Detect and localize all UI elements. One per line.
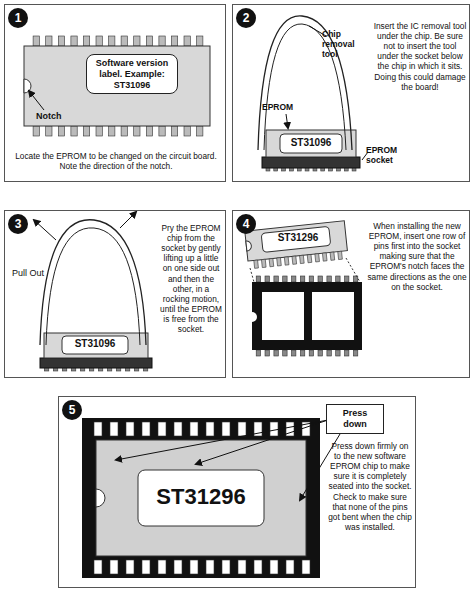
node-text: Software version label. Example: ST31096 <box>96 58 169 90</box>
node-text: Press down <box>343 408 368 429</box>
chip-label <box>138 470 264 526</box>
version-label: ST31096 <box>280 137 342 149</box>
chip-label <box>62 336 128 354</box>
node-text: 5 <box>69 403 76 417</box>
step-number: 5 <box>62 400 82 420</box>
removal-tool <box>46 228 140 345</box>
node-text: 4 <box>243 217 250 231</box>
step-panel: When installing the new EPROM, insert on… <box>232 210 470 378</box>
part-label: Pull Out <box>12 268 48 278</box>
node-text: 1 <box>15 11 22 25</box>
chip-notch <box>96 489 105 507</box>
callout-box: Press down <box>326 404 384 434</box>
chip-label <box>280 134 342 153</box>
leader-line <box>29 91 44 110</box>
part-label: EPROM socket <box>366 146 416 166</box>
step-instructions: When installing the new EPROM, insert on… <box>367 221 467 292</box>
new-eprom <box>245 221 348 269</box>
step-number: 2 <box>236 8 256 28</box>
step-panel: Locate the EPROM to be changed on the ci… <box>4 4 226 182</box>
guide-line <box>250 258 360 282</box>
socket-window <box>312 292 354 340</box>
node-text: 3 <box>15 217 22 231</box>
node-text: 2 <box>243 11 250 25</box>
eprom-socket <box>82 418 320 578</box>
part-label: Chip removal tool <box>322 30 370 59</box>
step-panel: Pry the EPROM chip from the socket by ge… <box>4 210 226 378</box>
removal-tool <box>40 220 146 345</box>
chip-notch <box>24 79 31 93</box>
version-label: ST31296 <box>266 232 330 244</box>
eprom-chip <box>44 333 148 358</box>
step-instructions: Insert the IC removal tool under the chi… <box>373 21 467 92</box>
socket-window <box>262 292 304 340</box>
socket-pins <box>94 422 310 574</box>
eprom-socket <box>262 157 360 168</box>
callout-box: Software version label. Example: ST31096 <box>86 54 178 94</box>
part-label: Notch <box>36 111 86 121</box>
eprom-chip <box>24 46 210 126</box>
socket-notch <box>252 312 257 322</box>
version-label: ST31296 <box>138 484 264 509</box>
leader-line <box>286 114 288 128</box>
eprom-socket <box>40 358 152 368</box>
press-arrow <box>116 420 328 460</box>
press-arrow <box>196 420 328 464</box>
step-instructions: Press down firmly on to the new software… <box>327 441 413 532</box>
pull-arrow <box>34 220 56 240</box>
step-number: 3 <box>8 214 28 234</box>
step-panel: Insert the IC removal tool under the chi… <box>232 4 470 182</box>
step-number: 1 <box>8 8 28 28</box>
step-instructions: Locate the EPROM to be changed on the ci… <box>15 151 217 171</box>
eprom-chip <box>266 130 356 157</box>
pull-arrow <box>120 212 136 228</box>
eprom-socket <box>252 282 362 350</box>
step-instructions: Pry the EPROM chip from the socket by ge… <box>159 223 223 334</box>
step-number: 4 <box>236 214 256 234</box>
part-label: EPROM <box>262 103 312 113</box>
version-label: ST31096 <box>62 338 128 350</box>
